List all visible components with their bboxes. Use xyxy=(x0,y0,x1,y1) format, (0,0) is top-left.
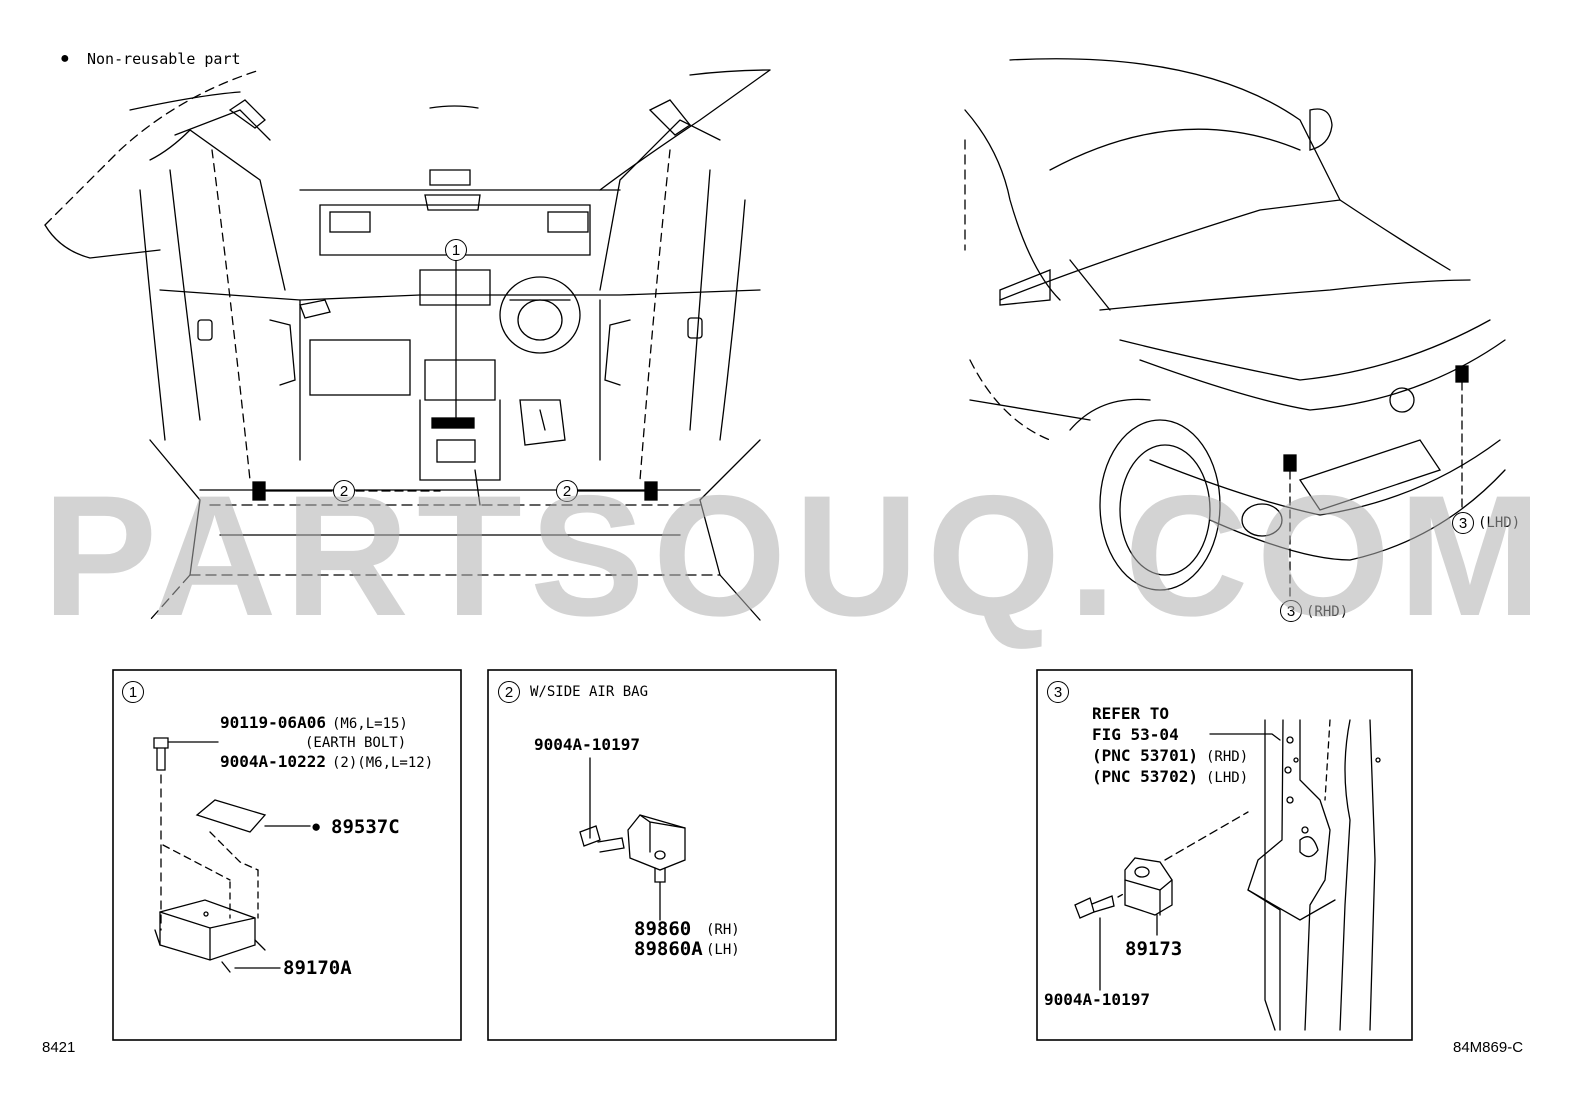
box1-label-pn: 89537C xyxy=(331,816,400,838)
callout-3-rhd-label: (RHD) xyxy=(1306,604,1349,620)
callout-3-lhd-label: (LHD) xyxy=(1478,515,1521,531)
box1-bolt2-pn: 9004A-10222 xyxy=(220,752,326,771)
box1-number: 1 xyxy=(122,681,144,703)
box3-number: 3 xyxy=(1047,681,1069,703)
detail-box-2 xyxy=(487,669,837,1041)
box1-ecu-pn: 89170A xyxy=(283,957,352,979)
box3-refer-line2: FIG 53-04 xyxy=(1092,725,1179,744)
box1-bolt-spec: (M6,L=15) xyxy=(332,716,408,732)
detail-box-3 xyxy=(1036,669,1413,1041)
box2-sensor-rh-side: (RH) xyxy=(706,922,740,938)
callout-1-interior: 1 xyxy=(445,239,467,261)
box3-bolt-pn: 9004A-10197 xyxy=(1044,990,1150,1009)
box2-bolt-pn: 9004A-10197 xyxy=(534,735,640,754)
footer-right-code: 84M869-C xyxy=(1453,1039,1524,1056)
box3-pnc1: (PNC 53701) xyxy=(1092,746,1198,765)
callout-3-rhd: 3 xyxy=(1280,600,1302,622)
box2-sensor-lh-side: (LH) xyxy=(706,942,740,958)
legend-bullet: ● xyxy=(60,50,70,67)
box3-refer-line1: REFER TO xyxy=(1092,704,1170,723)
watermark: PARTSOUQ.COM xyxy=(42,460,1550,652)
box2-drawing xyxy=(579,757,686,921)
interior-view xyxy=(44,69,771,621)
box3-pnc2-side: (LHD) xyxy=(1206,770,1249,786)
box3-pnc2: (PNC 53702) xyxy=(1092,767,1198,786)
exterior-view xyxy=(964,58,1506,601)
detail-box-1 xyxy=(112,669,462,1041)
box1-nonreusable-bullet: ● xyxy=(311,817,322,836)
callout-3-lhd: 3 xyxy=(1452,512,1474,534)
box3-pnc1-side: (RHD) xyxy=(1206,749,1249,765)
box2-sensor-lh-pn: 89860A xyxy=(634,938,703,960)
box1-bolt2-spec: (2)(M6,L=12) xyxy=(332,755,434,771)
legend-text: Non-reusable part xyxy=(87,50,241,68)
box2-sensor-rh-pn: 89860 xyxy=(634,918,692,940)
footer-left-code: 8421 xyxy=(42,1039,76,1056)
box3-drawing xyxy=(1074,719,1381,1031)
box1-bolt-desc: (EARTH BOLT) xyxy=(305,735,407,751)
box3-sensor-pn: 89173 xyxy=(1125,938,1183,960)
box2-title: W/SIDE AIR BAG xyxy=(530,684,649,700)
box2-number: 2 xyxy=(498,681,520,703)
callout-2-left: 2 xyxy=(333,480,355,502)
box1-drawing xyxy=(153,737,311,973)
box1-bolt-pn: 90119-06A06 xyxy=(220,713,326,732)
callout-2-right: 2 xyxy=(556,480,578,502)
